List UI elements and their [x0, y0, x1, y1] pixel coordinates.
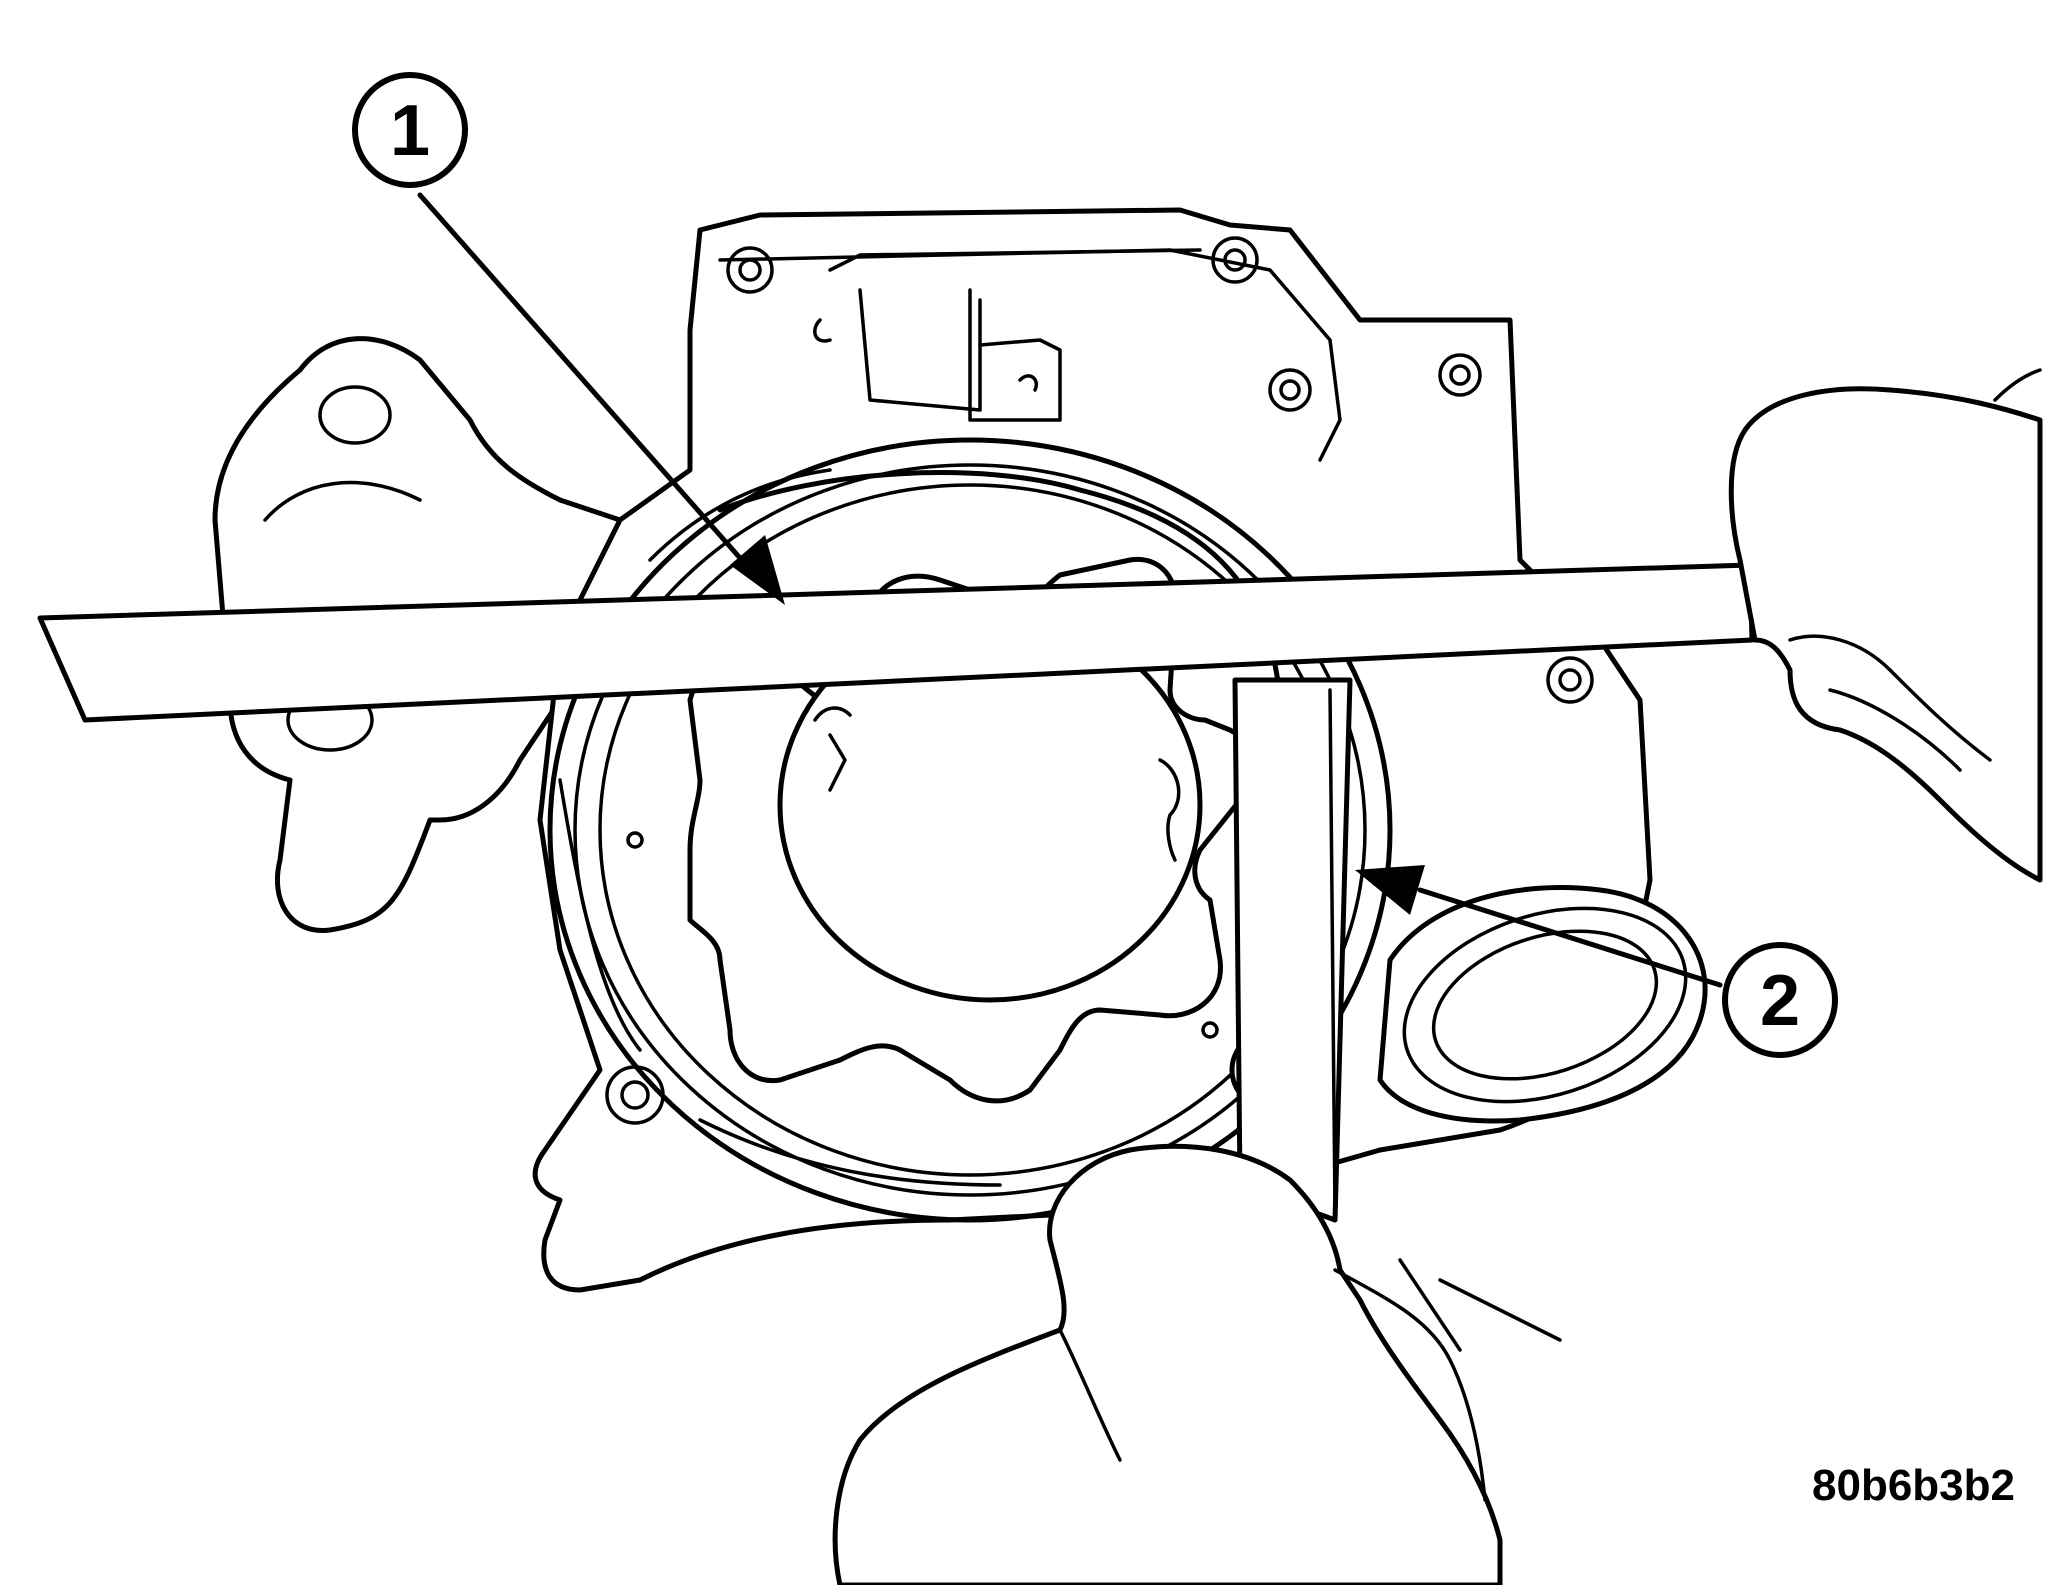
- hand-bottom: [832, 1143, 1562, 1585]
- figure-id: 80b6b3b2: [1812, 1461, 2015, 1510]
- callout-1-label: 1: [390, 91, 430, 171]
- pump-rotors: [648, 468, 1283, 1104]
- callout-2-arrowhead: [1355, 865, 1425, 915]
- callout-2: 2: [1355, 865, 1838, 1058]
- feeler-gauge-vertical: [1232, 677, 1353, 1223]
- straight-edge: [37, 562, 1755, 723]
- callout-1: 1: [352, 72, 785, 605]
- callout-2-label: 2: [1760, 961, 1800, 1041]
- hand-right: [1728, 368, 2043, 883]
- callout-1-arrowhead: [730, 535, 785, 605]
